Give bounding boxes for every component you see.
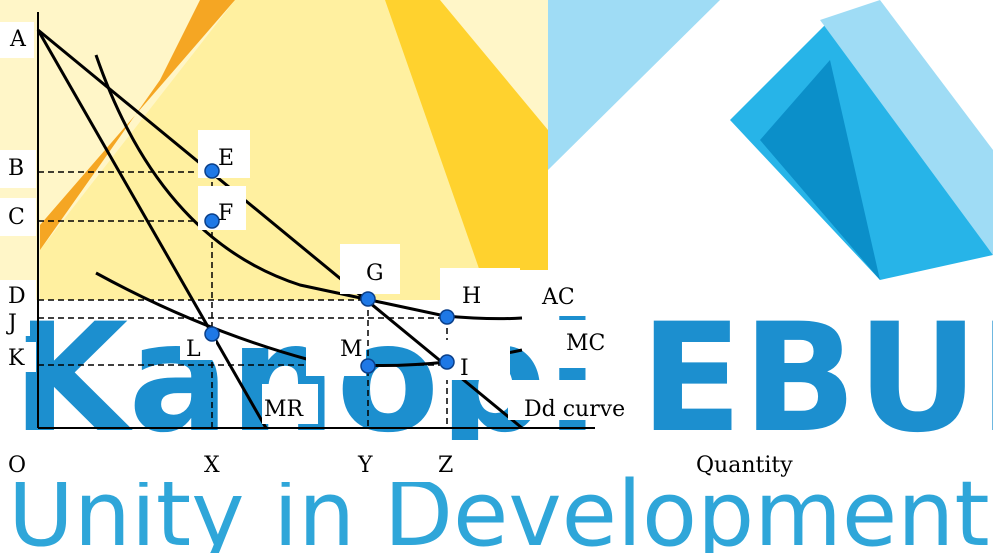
label-backgrounds [0,22,830,482]
y-label-a: A [9,27,27,52]
origin-label: O [8,453,26,478]
point-e [204,163,220,179]
y-label-c: C [8,205,25,230]
watermark-light-blue-right [820,0,993,255]
label-e: E [218,146,234,171]
watermark-blue-diamond [730,20,993,280]
y-label-j: J [6,311,17,336]
point-i [439,354,455,370]
label-mc: MC [566,331,605,356]
label-l: L [186,337,201,362]
label-f: F [218,201,233,226]
point-m [360,358,376,374]
label-ac: AC [541,285,575,310]
label-g: G [366,261,384,286]
point-g [360,291,376,307]
watermark-yellow-wedge [385,0,548,300]
watermark-dark-blue-facet [760,60,880,280]
label-demand: Dd curve [524,397,625,422]
points [204,163,455,374]
y-label-b: B [8,156,24,181]
y-label-k: K [8,346,25,371]
label-m: M [340,337,363,362]
label-h: H [462,284,481,309]
marginal-revenue-curve [36,29,268,429]
average-cost-curve [94,54,523,321]
x-label-x: X [204,453,220,478]
x-axis-title: Quantity [696,453,793,478]
point-h [439,309,455,325]
watermark-brand-right: EBUI [640,292,993,466]
watermark-light-blue-left [548,0,720,170]
point-f [204,213,220,229]
y-label-d: D [8,284,26,309]
x-label-z: Z [438,453,453,478]
point-l [204,326,220,342]
label-i: I [460,356,469,381]
x-label-y: Y [357,453,373,478]
label-mr: MR [264,397,305,422]
